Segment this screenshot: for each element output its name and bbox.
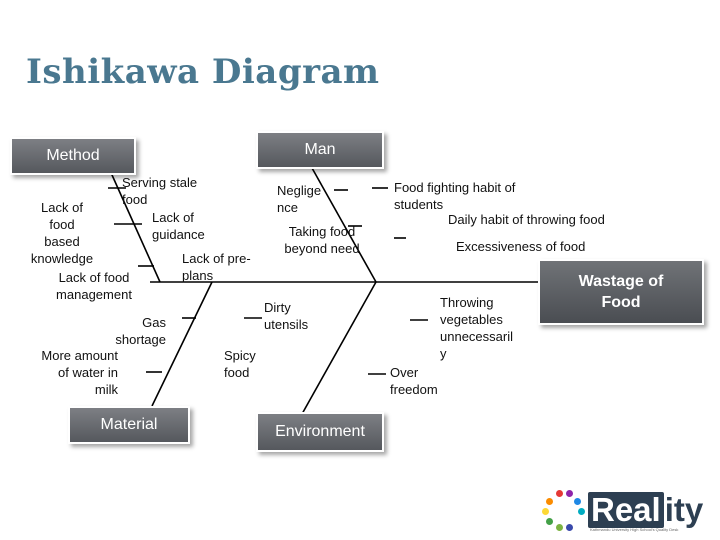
cause-over-freedom: Over freedom bbox=[390, 365, 438, 397]
logo-text-rest: ity bbox=[664, 491, 704, 528]
cause-throwing-vegetables: Throwing vegetables unnecessaril y bbox=[440, 295, 513, 361]
logo-text-boxed: Real bbox=[588, 492, 664, 528]
category-material: Material bbox=[68, 406, 190, 444]
cause-taking-food-beyond-need: Taking food beyond need bbox=[284, 224, 360, 256]
cause-negligence: Neglige nce bbox=[277, 183, 322, 215]
page-title: Ishikawa Diagram bbox=[26, 52, 380, 92]
cause-daily-habit-throwing-food: Daily habit of throwing food bbox=[448, 212, 605, 227]
cause-spicy-food: Spicy food bbox=[224, 348, 256, 380]
category-man: Man bbox=[256, 131, 384, 169]
category-method: Method bbox=[10, 137, 136, 175]
category-man-label: Man bbox=[304, 141, 336, 158]
bone-environment bbox=[301, 281, 377, 415]
cause-serving-stale-food: Serving stale food bbox=[122, 175, 198, 207]
effect-label: Wastage of Food bbox=[578, 273, 664, 311]
logo-tagline: Kathmandu University High School's Quali… bbox=[590, 527, 679, 532]
cause-gas-shortage: Gas shortage bbox=[115, 315, 166, 347]
bone-material bbox=[151, 281, 213, 407]
category-environment-label: Environment bbox=[275, 423, 365, 440]
cause-lack-of-food-management: Lack of food management bbox=[56, 270, 132, 302]
cause-more-water-in-milk: More amount of water in milk bbox=[41, 348, 118, 397]
category-material-label: Material bbox=[100, 416, 158, 433]
cause-food-fighting-habit: Food fighting habit of students bbox=[394, 180, 516, 212]
effect-box: Wastage of Food bbox=[538, 259, 704, 325]
cause-dirty-utensils: Dirty utensils bbox=[264, 300, 309, 332]
cause-lack-of-pre-plans: Lack of pre- plans bbox=[182, 251, 251, 283]
cause-lack-of-guidance: Lack of guidance bbox=[152, 210, 205, 242]
bone-man bbox=[311, 167, 377, 283]
category-method-label: Method bbox=[46, 147, 100, 164]
logo-dots bbox=[538, 488, 586, 534]
cause-excessiveness-of-food: Excessiveness of food bbox=[456, 239, 586, 254]
category-environment: Environment bbox=[256, 412, 384, 452]
cause-lack-of-food-based-knowledge: Lack of food based knowledge bbox=[30, 200, 94, 266]
